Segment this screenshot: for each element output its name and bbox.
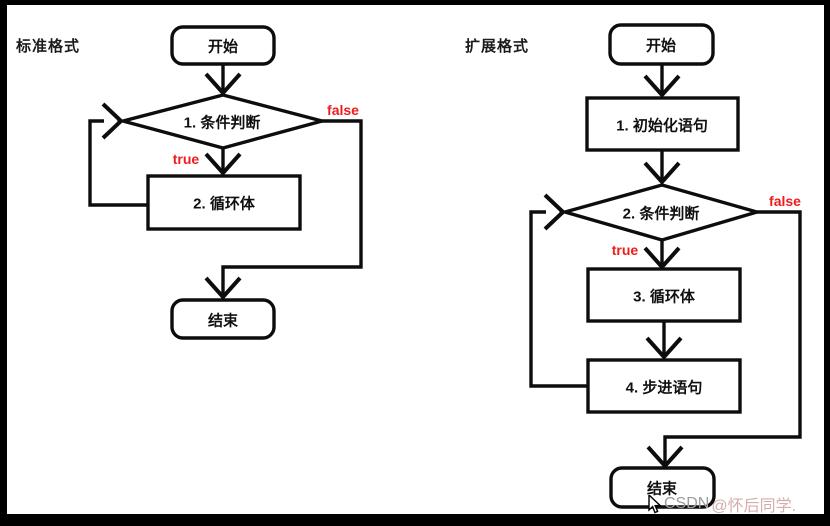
watermark-user: @怀后同学.: [711, 498, 797, 515]
left-true-label: true: [172, 151, 200, 167]
left-chart-title: 标准格式: [16, 38, 81, 55]
watermark: CSDN @怀后同学.: [646, 492, 796, 516]
right-step-label: 4. 步进语句: [625, 379, 703, 397]
mouse-cursor-icon: [648, 495, 662, 514]
right-init-label: 1. 初始化语句: [616, 117, 708, 135]
left-end-label: 结束: [207, 312, 239, 330]
left-condition-label: 1. 条件判断: [183, 114, 261, 132]
right-true-label: true: [611, 242, 639, 258]
watermark-site: CSDN: [664, 495, 710, 512]
right-start-label: 开始: [645, 37, 677, 55]
right-end-label: 结束: [646, 480, 678, 498]
right-false-label: false: [769, 193, 801, 209]
right-condition-label: 2. 条件判断: [622, 205, 700, 223]
diagram-canvas: [7, 5, 824, 514]
right-chart-title: 扩展格式: [465, 38, 530, 55]
right-body-label: 3. 循环体: [633, 288, 695, 306]
left-false-label: false: [327, 102, 359, 118]
left-start-label: 开始: [207, 38, 239, 56]
left-body-label: 2. 循环体: [193, 195, 255, 213]
